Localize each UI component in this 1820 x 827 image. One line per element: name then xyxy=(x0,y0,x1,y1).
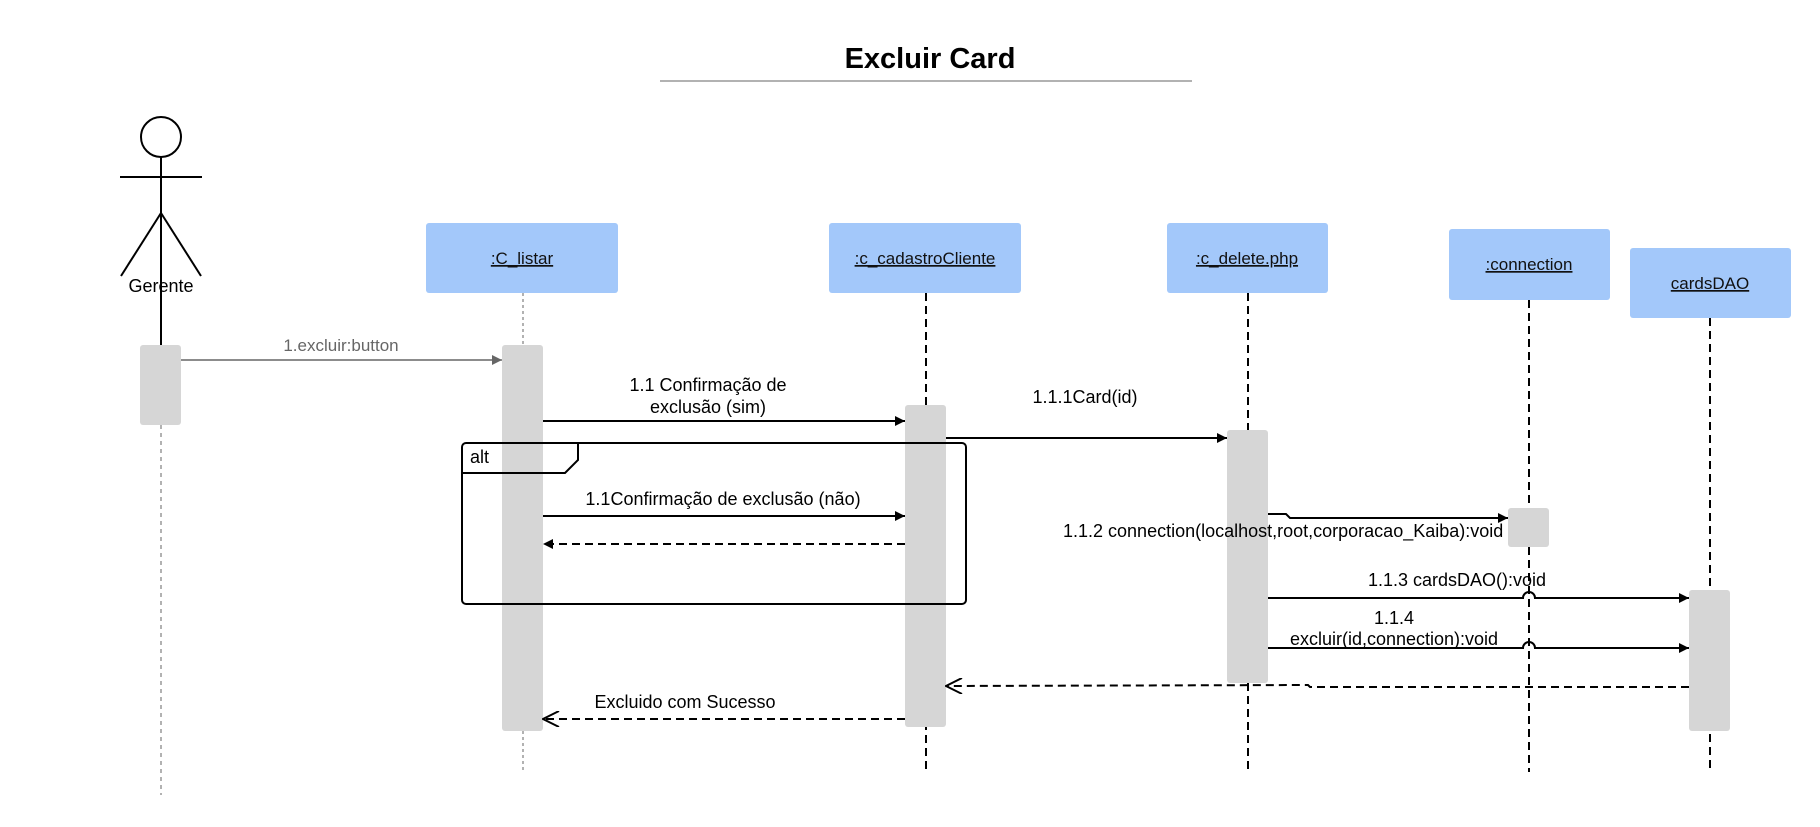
object-cardsdao: cardsDAO xyxy=(1630,248,1791,318)
message-confirmacao-nao-label: 1.1Confirmação de exclusão (não) xyxy=(585,489,860,509)
message-excluir-line1: 1.1.4 xyxy=(1374,608,1414,628)
message-connection-label: 1.1.2 connection(localhost,root,corporac… xyxy=(1063,521,1503,542)
message-connection xyxy=(1268,513,1508,523)
alt-label-tab xyxy=(462,443,579,474)
object-box xyxy=(829,223,1021,293)
object-label: :connection xyxy=(1486,255,1573,274)
message-excluir xyxy=(1268,641,1689,653)
message-excluir-button-label: 1.excluir:button xyxy=(283,336,398,355)
actor-label: Gerente xyxy=(128,276,193,296)
alt-frame xyxy=(461,442,967,605)
object-c-delete: :c_delete.php xyxy=(1167,223,1328,293)
actor-left-leg xyxy=(120,212,162,277)
return-excluido-sucesso-label: Excluido com Sucesso xyxy=(594,692,775,712)
alt-label: alt xyxy=(470,447,489,467)
return-cardsdao xyxy=(946,685,1689,687)
object-connection: :connection xyxy=(1449,229,1610,300)
message-excluir-line2: excluir(id,connection):void xyxy=(1290,629,1498,649)
object-box xyxy=(426,223,618,293)
activation-gerente xyxy=(140,345,181,425)
message-card-id-label: 1.1.1Card(id) xyxy=(1032,387,1137,407)
object-c-listar: :C_listar xyxy=(426,223,618,293)
actor-gerente: Gerente xyxy=(120,116,202,346)
activation-c-listar xyxy=(502,345,543,731)
alt-fragment: alt xyxy=(461,442,967,605)
activation-cardsdao xyxy=(1689,590,1730,731)
activation-connection xyxy=(1508,508,1549,547)
activation-c-cadastro xyxy=(905,405,946,727)
object-box xyxy=(1449,229,1610,300)
diagram-title: Excluir Card xyxy=(845,43,1016,75)
object-box xyxy=(1630,248,1791,318)
object-box xyxy=(1167,223,1328,293)
object-c-cadastro: :c_cadastroCliente xyxy=(829,223,1021,293)
actor-right-leg xyxy=(160,212,202,277)
activation-c-delete xyxy=(1227,430,1268,683)
message-cardsdao-constructor-label: 1.1.3 cardsDAO():void xyxy=(1368,570,1546,590)
message-confirmacao-sim-line1: 1.1 Confirmação de xyxy=(629,375,786,395)
object-label: :c_cadastroCliente xyxy=(855,249,996,268)
object-label: :C_listar xyxy=(491,249,554,268)
message-confirmacao-sim-line2: exclusão (sim) xyxy=(650,397,766,417)
object-label: :c_delete.php xyxy=(1196,249,1298,268)
actor-head xyxy=(140,116,182,158)
message-cardsdao-constructor xyxy=(1268,591,1689,603)
object-label: cardsDAO xyxy=(1671,274,1749,293)
